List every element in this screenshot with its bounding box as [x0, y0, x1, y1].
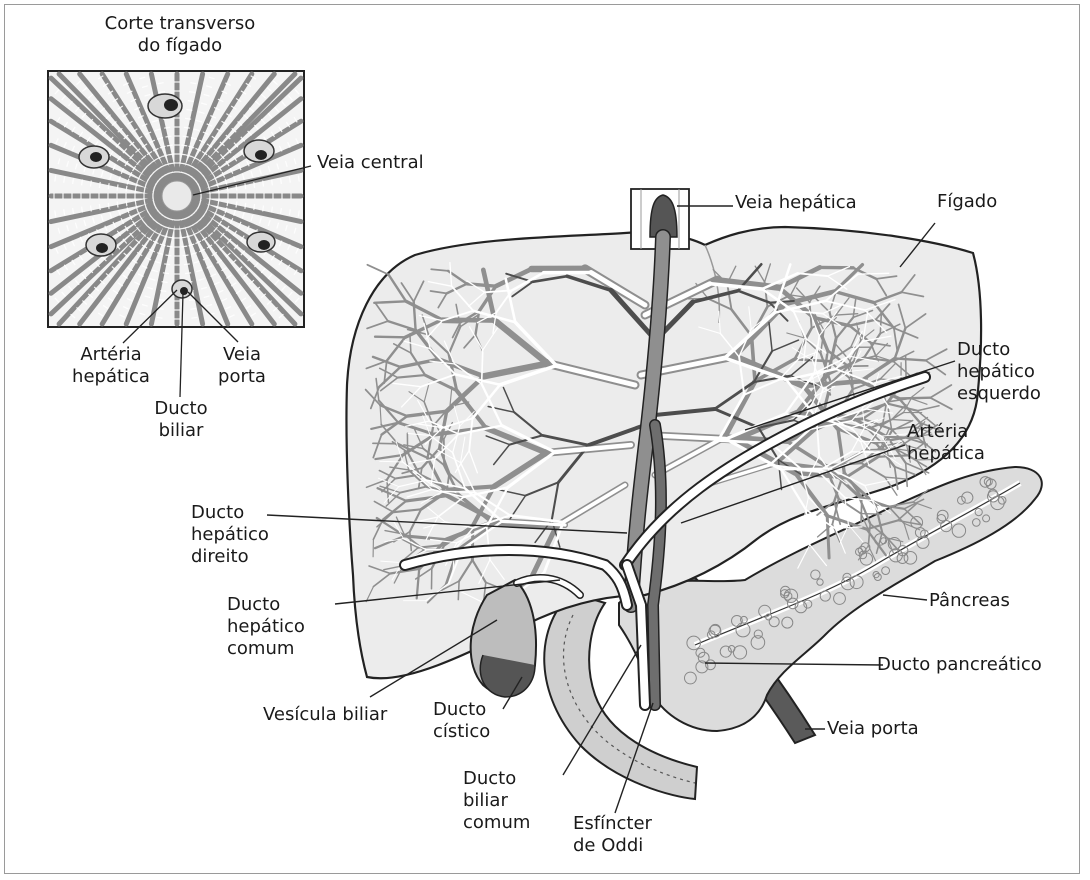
label-common-bile-duct: Ducto biliar comum: [463, 768, 530, 834]
portal-triad-top: [148, 94, 182, 118]
label-left-hepatic-duct: Ducto hepático esquerdo: [957, 339, 1041, 405]
label-pancreas: Pâncreas: [929, 590, 1010, 612]
label-sphincter-of-oddi: Esfíncter de Oddi: [573, 813, 652, 857]
label-liver: Fígado: [937, 191, 997, 213]
label-inset-bile-duct: Ducto biliar: [141, 398, 221, 442]
label-gallbladder: Vesícula biliar: [263, 704, 387, 726]
label-portal-vein: Veia porta: [827, 718, 919, 740]
label-common-hepatic-duct: Ducto hepático comum: [227, 594, 305, 660]
label-cystic-duct: Ducto cístico: [433, 699, 490, 743]
portal-triad-right: [244, 140, 274, 162]
label-inset-hepatic-artery: Artéria hepática: [57, 344, 165, 388]
portal-triad-lower-left: [86, 234, 116, 256]
figure-frame: Corte transverso do fígado Veia central …: [4, 4, 1080, 874]
label-right-hepatic-duct: Ducto hepático direito: [191, 502, 269, 568]
portal-triad-lower-right: [247, 232, 275, 252]
label-hepatic-artery: Artéria hepática: [907, 421, 985, 465]
label-liver-cross-section: Corte transverso do fígado: [85, 13, 275, 57]
label-hepatic-vein: Veia hepática: [735, 192, 857, 214]
label-central-vein: Veia central: [317, 152, 424, 174]
portal-triad-left: [79, 146, 109, 168]
portal-triad-bottom: [172, 280, 192, 298]
label-pancreatic-duct: Ducto pancreático: [877, 654, 1042, 676]
central-vein-spot: [162, 181, 192, 211]
label-inset-portal-vein: Veia porta: [207, 344, 277, 388]
